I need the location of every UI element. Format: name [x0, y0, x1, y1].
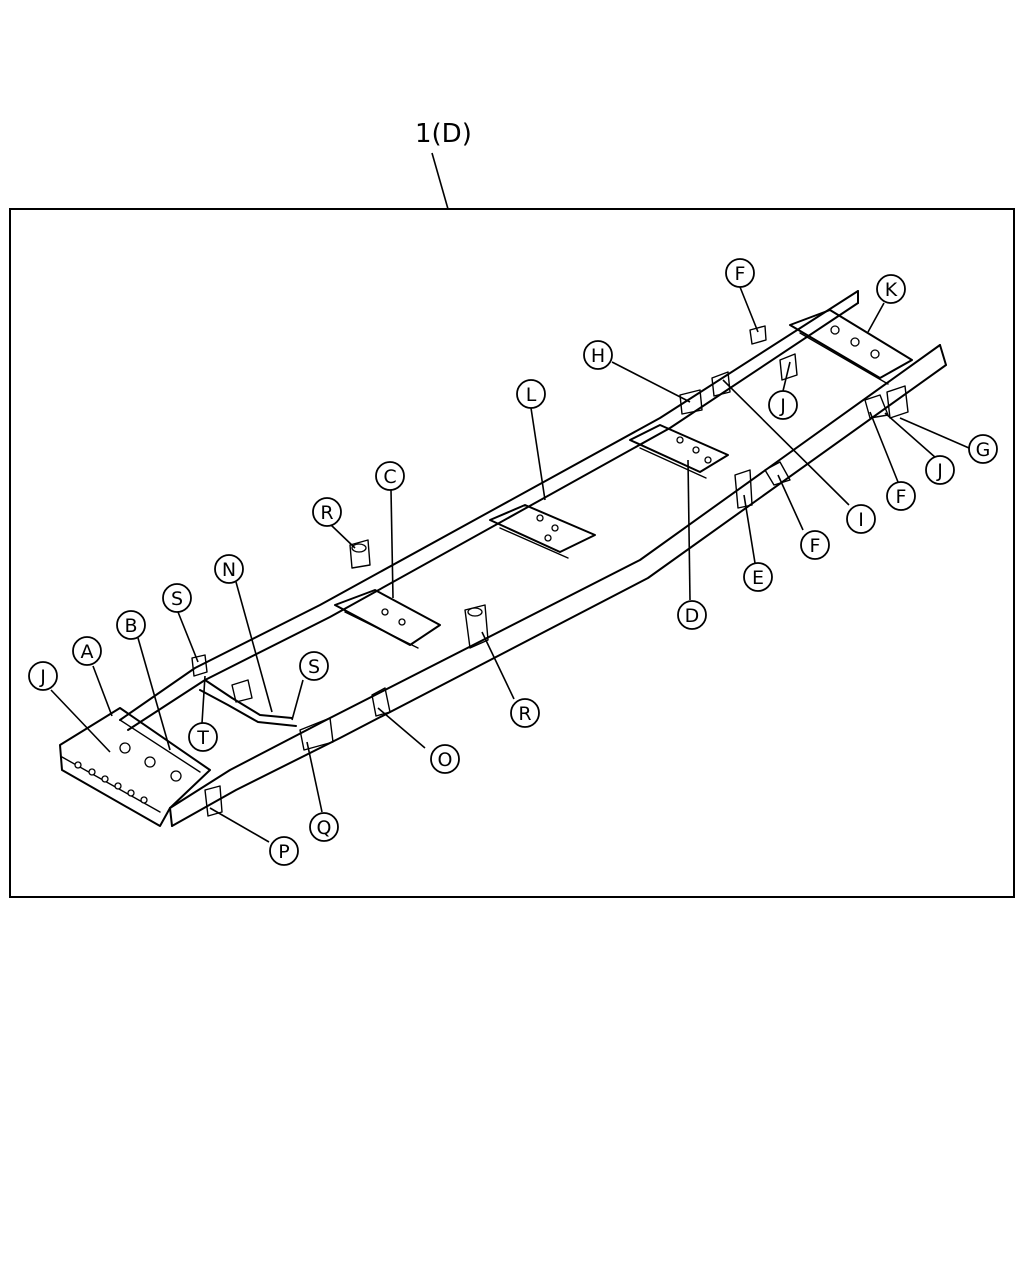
callout-circle: [677, 600, 707, 630]
callout-letter: J: [936, 460, 943, 482]
callout-letter: G: [976, 439, 991, 461]
crossmember-d: [629, 424, 729, 479]
callout-j2: J: [925, 455, 955, 485]
callout-letter: F: [810, 535, 821, 557]
callout-circle: [743, 562, 773, 592]
callout-r2: R: [510, 698, 540, 728]
callout-letter: R: [320, 502, 333, 524]
callout-circle: [430, 744, 460, 774]
callout-letter: A: [81, 641, 94, 663]
callout-letter: L: [526, 384, 537, 406]
leader-lines: [50, 286, 970, 843]
callout-s2: S: [299, 651, 329, 681]
callout-letter: J: [779, 395, 786, 417]
callout-letter: E: [752, 567, 764, 589]
callout-letter: N: [222, 559, 236, 581]
callout-circle: [968, 434, 998, 464]
callout-n: N: [214, 554, 244, 584]
assembly-leader: [431, 152, 449, 210]
callout-f2: F: [886, 481, 916, 511]
crossmember-front: [199, 679, 297, 727]
callout-circle: [925, 455, 955, 485]
callout-letter: F: [896, 486, 907, 508]
callout-letter: K: [885, 279, 898, 301]
callout-circle: [516, 379, 546, 409]
rear-crossmember: [789, 309, 913, 385]
right-side-rail: [169, 344, 947, 827]
callout-letter: H: [591, 345, 605, 367]
callout-layer: F K H J L G J F I C F R E N S D B A S J R T O Q P: [28, 258, 998, 866]
callout-letter: S: [308, 656, 320, 678]
callout-j3: J: [28, 661, 58, 691]
callout-circle: [768, 390, 798, 420]
callout-letter: T: [196, 727, 209, 749]
callout-letter: R: [518, 703, 531, 725]
callout-s1: S: [162, 583, 192, 613]
callout-circle: [886, 481, 916, 511]
callout-a: A: [72, 636, 102, 666]
callout-c: C: [375, 461, 405, 491]
callout-d: D: [677, 600, 707, 630]
callout-letter: S: [171, 588, 183, 610]
callout-circle: [510, 698, 540, 728]
front-crossmember: [59, 707, 211, 827]
callout-circle: [725, 258, 755, 288]
callout-p: P: [269, 836, 299, 866]
callout-j1: J: [768, 390, 798, 420]
callout-q: Q: [309, 812, 339, 842]
callout-letter: I: [858, 509, 864, 531]
callout-circle: [188, 722, 218, 752]
callout-h: H: [583, 340, 613, 370]
callout-letter: P: [278, 841, 289, 863]
callout-letter: Q: [317, 817, 332, 839]
callout-circle: [876, 274, 906, 304]
callout-circle: [116, 610, 146, 640]
callout-f3: F: [800, 530, 830, 560]
callout-circle: [800, 530, 830, 560]
callout-l: L: [516, 379, 546, 409]
callout-e: E: [743, 562, 773, 592]
crossmember-c: [334, 589, 441, 649]
callout-b: B: [116, 610, 146, 640]
assembly-label: 1(D): [415, 119, 472, 149]
callout-circle: [375, 461, 405, 491]
callout-t: T: [188, 722, 218, 752]
callout-g: G: [968, 434, 998, 464]
left-side-rail: [119, 290, 859, 731]
callout-circle: [28, 661, 58, 691]
callout-letter: J: [39, 666, 46, 688]
callout-circle: [312, 497, 342, 527]
callout-letter: O: [438, 749, 453, 771]
callout-o: O: [430, 744, 460, 774]
brackets: [191, 325, 909, 817]
callout-circle: [299, 651, 329, 681]
callout-circle: [269, 836, 299, 866]
ladder-frame-drawing: [59, 290, 947, 827]
callout-letter: F: [735, 263, 746, 285]
callout-circle: [846, 504, 876, 534]
callout-i: I: [846, 504, 876, 534]
callout-letter: C: [383, 466, 396, 488]
callout-circle: [162, 583, 192, 613]
callout-circle: [214, 554, 244, 584]
crossmember-l: [489, 504, 596, 559]
callout-circle: [309, 812, 339, 842]
callout-letter: D: [685, 605, 700, 627]
callout-f1: F: [725, 258, 755, 288]
callout-r1: R: [312, 497, 342, 527]
diagram-border: [9, 208, 1015, 898]
callout-circle: [72, 636, 102, 666]
callout-letter: B: [124, 615, 137, 637]
callout-circle: [583, 340, 613, 370]
callout-k: K: [876, 274, 906, 304]
